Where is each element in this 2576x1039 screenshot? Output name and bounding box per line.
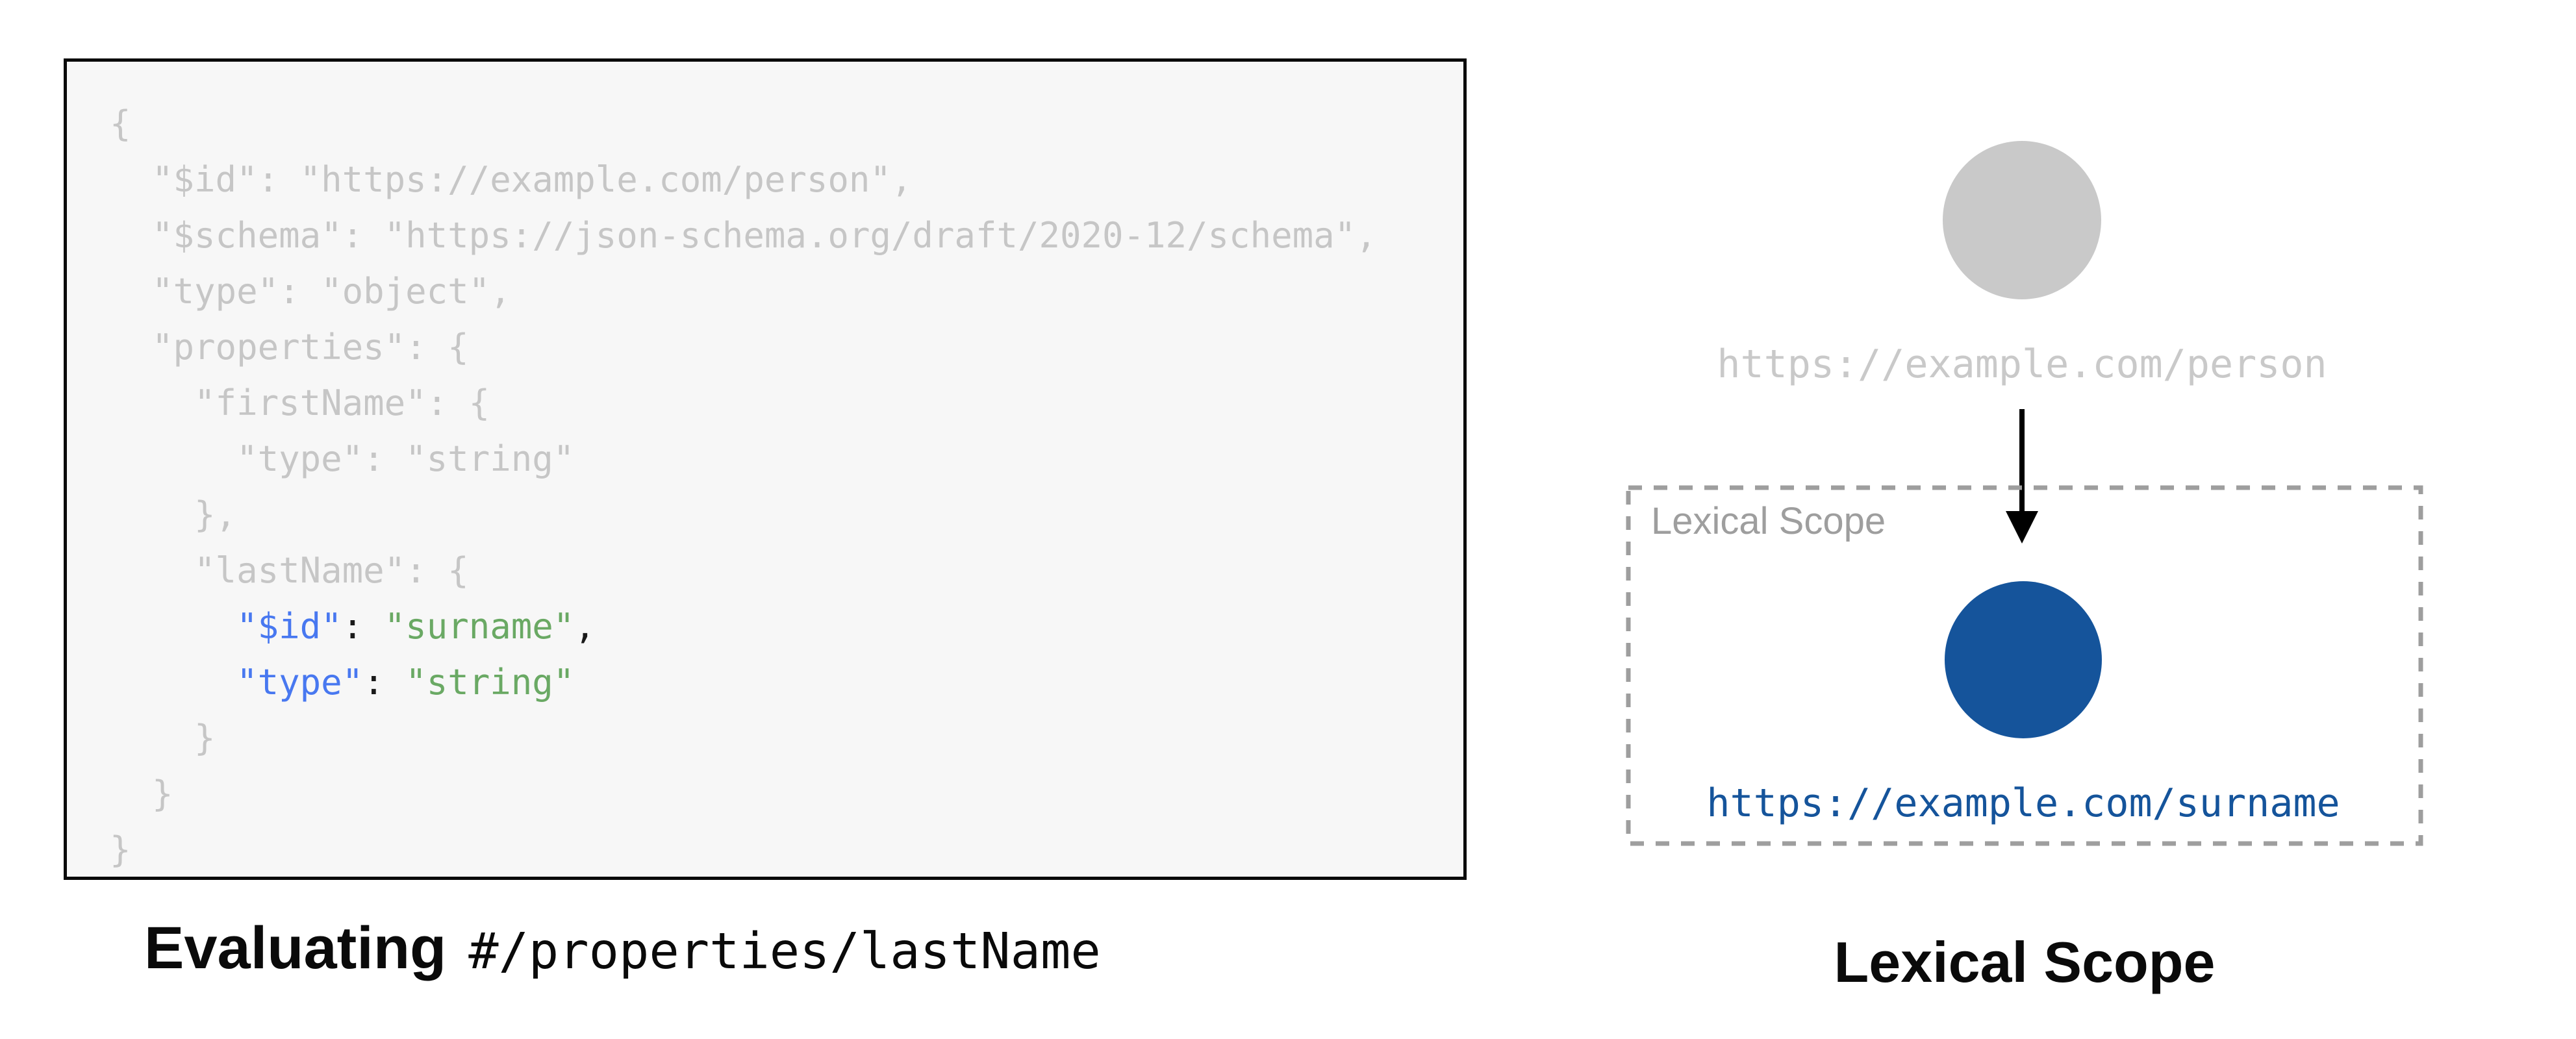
down-arrow-icon [2006, 409, 2038, 544]
child-schema-node [1945, 581, 2102, 738]
code-line: } [110, 773, 173, 814]
child-schema-uri-label: https://example.com/surname [1706, 781, 2340, 826]
code-line: } [110, 718, 216, 758]
code-line: }, [110, 494, 237, 535]
right-caption: Lexical Scope [1834, 930, 2216, 994]
code-line: } [110, 829, 131, 870]
code-line: "type": "string" [110, 438, 575, 479]
code-line: "$id": "https://example.com/person", [110, 159, 913, 200]
scope-box-label: Lexical Scope [1651, 500, 1886, 542]
code-block: { "$id": "https://example.com/person", "… [67, 62, 1463, 877]
code-line: { [110, 103, 131, 144]
left-caption-json-pointer: #/properties/lastName [468, 923, 1101, 981]
lexical-scope-boundary [1626, 485, 2423, 846]
code-line: "properties": { [110, 327, 469, 368]
code-line: "lastName": { [110, 550, 469, 591]
code-line: "type": "string" [236, 662, 575, 703]
schema-code-panel: { "$id": "https://example.com/person", "… [64, 58, 1467, 880]
parent-schema-node [1943, 141, 2101, 299]
left-caption: Evaluating #/properties/lastName [144, 918, 1101, 978]
left-caption-evaluating-label: Evaluating [144, 915, 447, 981]
code-line: "firstName": { [110, 382, 490, 423]
code-line: "type": "object", [110, 271, 511, 312]
code-line: "$schema": "https://json-schema.org/draf… [110, 215, 1377, 256]
parent-schema-uri-label: https://example.com/person [1717, 342, 2327, 387]
code-line: "$id": "surname", [236, 606, 596, 647]
